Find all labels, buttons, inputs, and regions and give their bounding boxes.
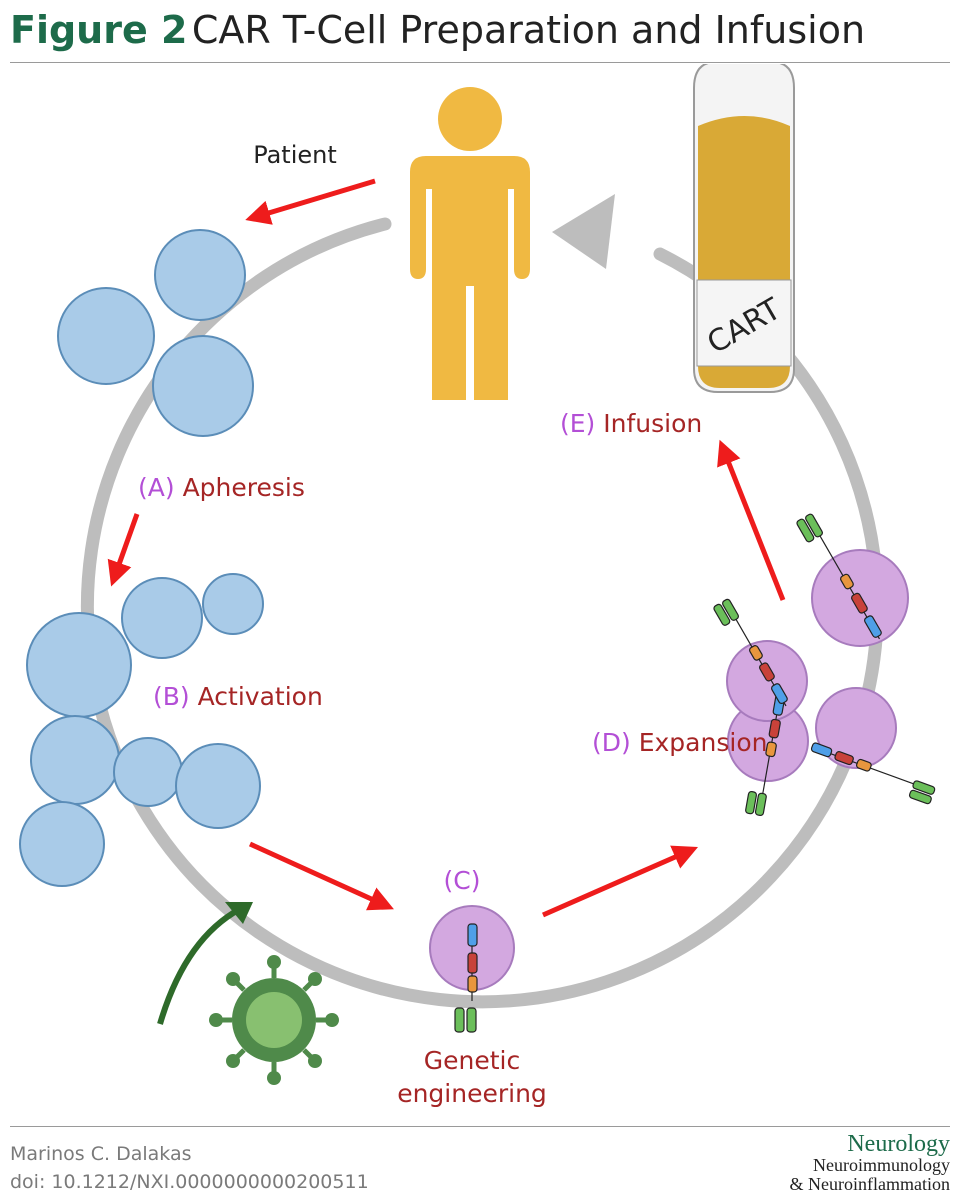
viral-vector-icon bbox=[209, 955, 339, 1085]
vector-transduction-arrow bbox=[157, 906, 242, 1025]
patient-figure-icon bbox=[410, 87, 530, 400]
step-a-label: (A) Apheresis bbox=[138, 473, 305, 502]
car-receptors-d bbox=[713, 513, 936, 817]
footer-citation: Marinos C. Dalakas doi: 10.1212/NXI.0000… bbox=[10, 1140, 369, 1196]
expansion-arrow bbox=[717, 439, 786, 601]
step-a-name: Apheresis bbox=[183, 473, 305, 502]
footer-rule bbox=[10, 1126, 950, 1127]
cycle-ring-arrowhead bbox=[552, 194, 615, 269]
car-receptor-c bbox=[454, 923, 478, 1033]
infusion-bag-icon: CART bbox=[693, 64, 795, 393]
step-b-letter: (B) bbox=[153, 682, 190, 711]
apheresis-arrow bbox=[107, 513, 140, 587]
expansion-cells bbox=[726, 549, 909, 782]
figure-title: CAR T-Cell Preparation and Infusion bbox=[191, 8, 866, 52]
header-rule bbox=[10, 62, 950, 63]
activation-arrow bbox=[248, 841, 394, 911]
step-e-label: (E) Infusion bbox=[560, 409, 702, 438]
journal-logo: Neurology Neuroimmunology & Neuroinflamm… bbox=[790, 1132, 950, 1194]
vector-transduction-arrowhead bbox=[225, 902, 253, 924]
step-e-letter: (E) bbox=[560, 409, 595, 438]
journal-subtitle-2: & Neuroinflammation bbox=[789, 1174, 950, 1194]
figure-header: Figure 2 CAR T-Cell Preparation and Infu… bbox=[10, 8, 950, 60]
genetic-engineering-line1: Genetic bbox=[424, 1046, 520, 1075]
step-d-label: (D) Expansion bbox=[592, 728, 767, 757]
step-d-name: Expansion bbox=[639, 728, 768, 757]
cycle-ring bbox=[80, 217, 884, 1009]
activation-cells bbox=[19, 573, 264, 887]
step-c-letter: (C) bbox=[444, 866, 481, 895]
step-b-name: Activation bbox=[198, 682, 323, 711]
step-a-letter: (A) bbox=[138, 473, 175, 502]
step-b-label: (B) Activation bbox=[153, 682, 323, 711]
step-d-letter: (D) bbox=[592, 728, 631, 757]
car-t-cycle-diagram: Patient (A) Apheresis (B) Activation bbox=[19, 64, 936, 1108]
step-e-name: Infusion bbox=[603, 409, 702, 438]
figure-label: Figure 2 bbox=[10, 8, 188, 52]
journal-subtitle-1: Neuroimmunology bbox=[813, 1155, 950, 1175]
engineering-arrow bbox=[541, 845, 699, 918]
author-name: Marinos C. Dalakas bbox=[10, 1143, 192, 1165]
journal-name: Neurology bbox=[847, 1131, 950, 1157]
genetic-engineering-line2: engineering bbox=[397, 1079, 547, 1108]
patient-label: Patient bbox=[253, 141, 337, 169]
patient-arrow bbox=[245, 178, 376, 225]
apheresis-cells bbox=[57, 229, 254, 437]
doi-text: doi: 10.1212/NXI.0000000000200511 bbox=[10, 1171, 369, 1193]
